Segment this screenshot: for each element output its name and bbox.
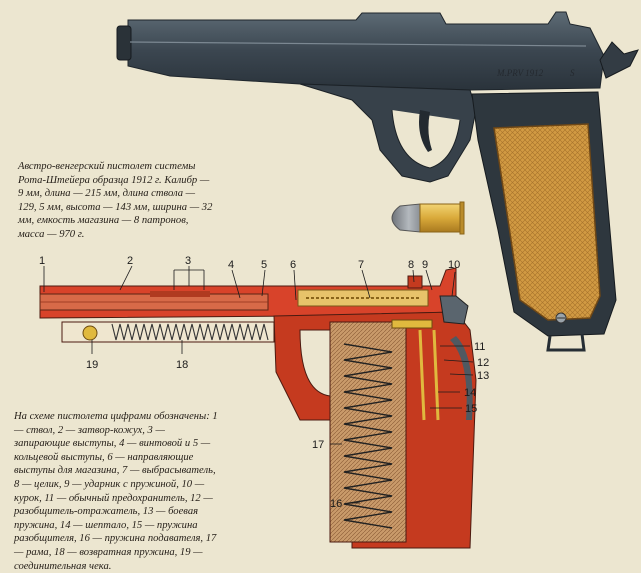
slide-mark: S <box>570 68 575 78</box>
slide-engraving: M.PRV 1912 <box>496 68 544 78</box>
callout-leaders <box>43 265 474 504</box>
callout-15: 15 <box>465 403 477 415</box>
pistol-description: Австро-венгерский пистолет системы Рота-… <box>18 161 213 240</box>
connecting-pin <box>82 325 98 341</box>
callout-18: 18 <box>176 359 188 371</box>
lanyard-loop <box>546 333 586 352</box>
callout-5: 5 <box>261 259 267 271</box>
callout-14: 14 <box>464 387 476 399</box>
cartridge <box>391 201 465 235</box>
callout-8: 8 <box>408 259 414 271</box>
pistol-cutaway <box>39 267 477 549</box>
pistol-exterior: M.PRV 1912 S <box>116 11 639 352</box>
muzzle <box>116 25 132 61</box>
callout-2: 2 <box>127 255 133 267</box>
grip-panel <box>493 123 601 321</box>
trigger <box>419 110 432 152</box>
callout-7: 7 <box>358 259 364 271</box>
pistol-illustration: M.PRV 1912 S <box>39 11 639 549</box>
parts-legend: На схеме пистолета цифрами обозначены: 1… <box>14 411 218 572</box>
callout-13: 13 <box>477 370 489 382</box>
callout-12: 12 <box>477 357 489 369</box>
callout-9: 9 <box>422 259 428 271</box>
callout-1: 1 <box>39 255 45 267</box>
magazine-spring <box>343 343 393 529</box>
slide <box>127 11 605 91</box>
callout-16: 16 <box>330 498 342 510</box>
mainspring <box>418 329 440 421</box>
callout-10: 10 <box>448 259 460 271</box>
callout-6: 6 <box>290 259 296 271</box>
recoil-spring <box>111 323 269 341</box>
callout-11: 11 <box>474 341 485 353</box>
callout-4: 4 <box>228 259 234 271</box>
magazine <box>329 321 407 543</box>
callout-19: 19 <box>86 359 98 371</box>
hammer-section <box>439 295 469 325</box>
callout-17: 17 <box>312 439 324 451</box>
callout-numbers: 1 2 3 4 5 6 7 8 9 10 11 12 13 14 15 17 1… <box>39 255 489 510</box>
hammer <box>599 41 639 79</box>
callout-3: 3 <box>185 255 191 267</box>
